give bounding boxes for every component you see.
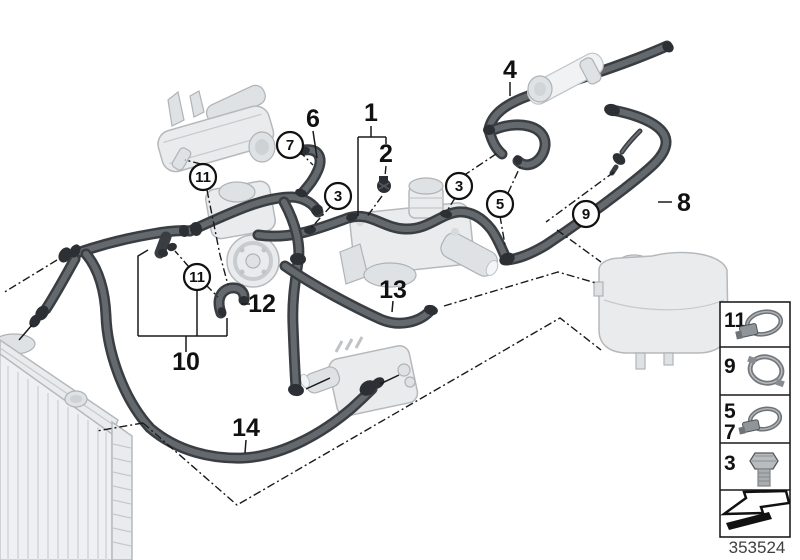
callout-6[interactable]: 6 — [306, 105, 320, 133]
svg-text:3[interactable]: 3 — [724, 452, 736, 475]
callout-label[interactable]: 10 — [172, 348, 200, 376]
hose-6 — [295, 144, 326, 201]
callout-circle-11-lower[interactable]: 11 — [182, 262, 212, 292]
hose-8 — [501, 104, 672, 266]
callout-8[interactable]: 8 — [677, 189, 691, 217]
hoses — [40, 40, 673, 464]
svg-text:3[interactable]: 3 — [334, 188, 342, 205]
callout-13[interactable]: 13 — [379, 276, 407, 304]
radiator-side-ribs — [112, 443, 132, 547]
legend-item-9[interactable]: 9 — [724, 354, 785, 388]
svg-text:11[interactable]: 11 — [195, 169, 211, 186]
legend-item-3[interactable]: 3 — [724, 452, 779, 487]
callout-1[interactable]: 1 — [364, 99, 378, 127]
hose-14 — [80, 248, 378, 464]
bolt-item-2 — [377, 176, 391, 193]
svg-text:5[interactable]: 5 — [496, 196, 504, 213]
callout-12[interactable]: 12 — [248, 290, 276, 318]
legend-item-arrow[interactable] — [720, 489, 791, 530]
svg-text:9[interactable]: 9 — [582, 206, 590, 223]
callout-label[interactable]: 14 — [232, 414, 260, 442]
worm-clamp-icon — [738, 406, 783, 435]
svg-text:9[interactable]: 9 — [724, 355, 736, 378]
callout-circle-5[interactable]: 5 — [485, 189, 515, 219]
callout-circle-7[interactable]: 7 — [275, 130, 305, 160]
hose-13 — [279, 260, 435, 329]
legend-item-5-7[interactable]: 5 7 — [724, 400, 783, 444]
callout-circle-11-top[interactable]: 11 — [188, 162, 218, 192]
legend-item-11[interactable]: 11 — [724, 309, 784, 340]
callout-2[interactable]: 2 — [379, 140, 393, 168]
direction-arrow-icon — [720, 489, 791, 530]
leader-lines — [2, 150, 615, 506]
diagram-number: 353524 — [729, 538, 786, 557]
callout-label[interactable]: 2 — [379, 140, 393, 168]
svg-text:11[interactable]: 11 — [189, 269, 205, 286]
legend: 11 9 5 7 — [719, 301, 791, 538]
egr-cooler — [157, 84, 276, 173]
hose-connectors — [29, 41, 674, 397]
svg-text:7[interactable]: 7 — [724, 421, 736, 444]
hose-left-feed — [40, 225, 196, 315]
callout-label[interactable]: 1 — [364, 99, 378, 127]
callout-10[interactable]: 10 — [172, 348, 200, 376]
svg-text:5[interactable]: 5 — [724, 400, 736, 423]
svg-text:7[interactable]: 7 — [286, 137, 294, 154]
hose-1 — [252, 206, 511, 262]
callout-label[interactable]: 4 — [503, 56, 517, 84]
callout-label[interactable]: 12 — [248, 290, 276, 318]
worm-clamp-icon — [735, 309, 784, 340]
hose-upper-branch — [184, 191, 324, 394]
callout-4[interactable]: 4 — [503, 56, 517, 84]
radiator — [0, 333, 133, 560]
callout-circle-9[interactable]: 9 — [571, 199, 601, 229]
callout-circle-3-right[interactable]: 3 — [444, 171, 474, 201]
radiator-fins — [7, 366, 107, 560]
svg-text:3[interactable]: 3 — [455, 178, 463, 195]
expansion-tank — [593, 251, 729, 370]
callout-14[interactable]: 14 — [232, 414, 260, 442]
callout-brackets — [137, 82, 672, 454]
callout-label[interactable]: 6 — [306, 105, 320, 133]
callout-label[interactable]: 8 — [677, 189, 691, 217]
callout-label[interactable]: 13 — [379, 276, 407, 304]
thermostat-housing — [526, 52, 604, 105]
profile-clamp-icon — [747, 354, 785, 388]
callout-circle-3-left[interactable]: 3 — [323, 181, 353, 211]
hex-bolt-icon — [749, 452, 779, 487]
hose-12 — [213, 282, 250, 319]
